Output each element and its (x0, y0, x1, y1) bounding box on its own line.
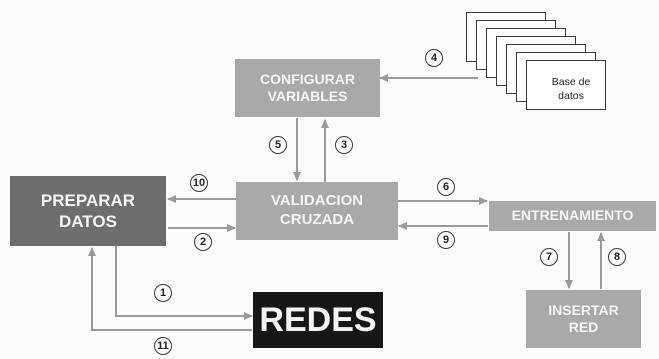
preparar-line2: DATOS (59, 212, 117, 231)
step-badge-11: 11 (154, 337, 172, 355)
validacion-line1: VALIDACION (270, 192, 364, 210)
validacion-line2: CRUZADA (279, 211, 355, 228)
preparar-line1: PREPARAR (40, 190, 136, 210)
arrow-1 (115, 246, 253, 320)
validacion-cruzada-node: VALIDACION CRUZADA (236, 182, 398, 240)
step-badge-10: 10 (190, 174, 208, 192)
database-label: Base de datos (532, 76, 610, 103)
step-badge-9: 9 (437, 231, 455, 249)
step-badge-3: 3 (335, 136, 353, 154)
step-badge-5: 5 (269, 136, 287, 154)
step-badge-4: 4 (425, 49, 443, 67)
preparar-datos-node: PREPARAR DATOS (10, 176, 166, 246)
entrenamiento-label: ENTRENAMIENTO (511, 207, 634, 224)
redes-label: REDES (259, 300, 377, 339)
database-label-line1: Base de (551, 76, 591, 88)
configurar-line2: VARIABLES (267, 88, 348, 104)
step-badge-7: 7 (540, 248, 558, 266)
step-badge-6: 6 (437, 178, 455, 196)
configurar-variables-node: CONFIGURAR VARIABLES (235, 59, 380, 117)
redes-node: REDES (253, 292, 383, 348)
step-badge-8: 8 (608, 248, 626, 266)
arrow-11 (88, 247, 252, 331)
insertar-line1: INSERTAR (548, 301, 619, 318)
entrenamiento-node: ENTRENAMIENTO (489, 201, 656, 231)
insertar-red-node: INSERTAR RED (526, 290, 641, 348)
step-badge-1: 1 (154, 284, 172, 302)
database-label-line2: datos (558, 89, 584, 102)
insertar-line2: RED (568, 319, 599, 335)
step-badge-2: 2 (194, 233, 212, 251)
configurar-line1: CONFIGURAR (260, 70, 355, 87)
